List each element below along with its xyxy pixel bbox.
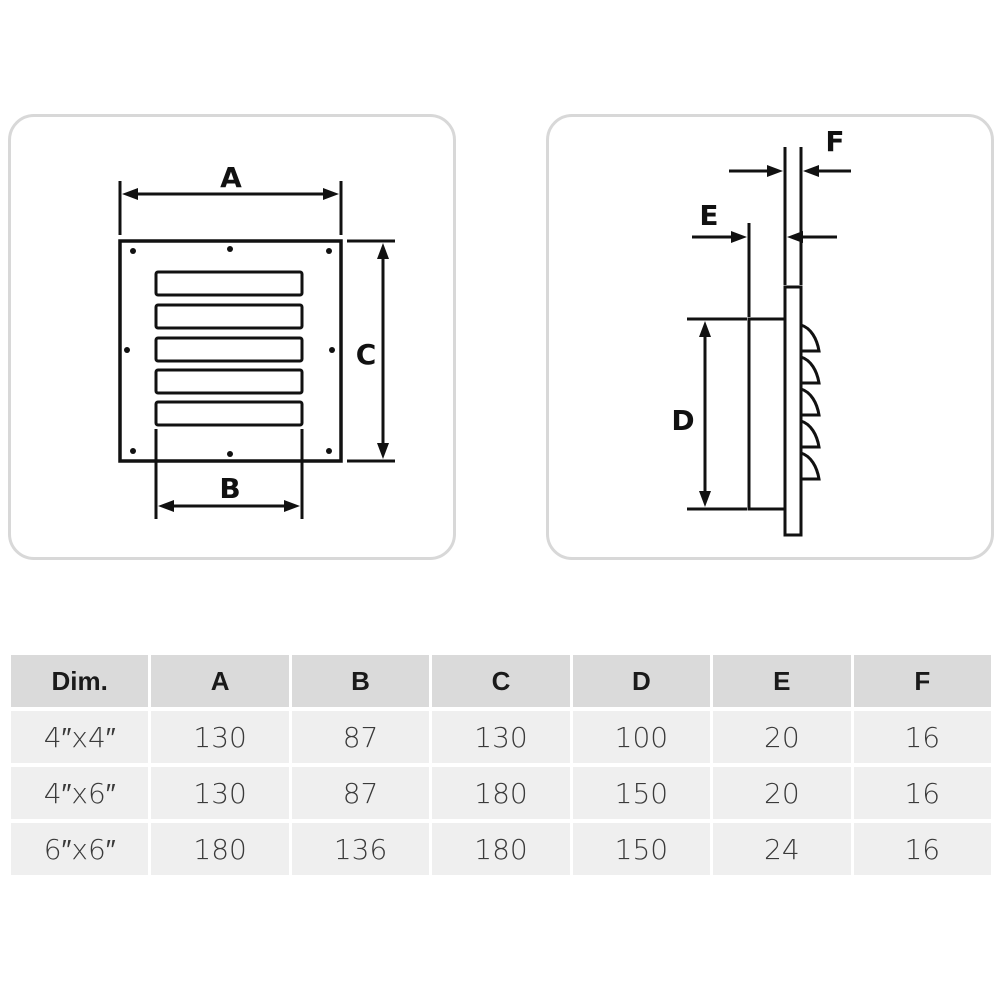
table-row: 6″x6″ 180 136 180 150 24 16 (11, 823, 991, 875)
screw-hole (326, 448, 332, 454)
louver-slat (154, 368, 304, 395)
dimension-e-label: E (699, 199, 718, 232)
louver-slat (154, 303, 304, 330)
louver-profile (800, 323, 821, 353)
front-view-drawing: A C B (118, 161, 395, 519)
arrowhead (284, 500, 300, 512)
table-cell: 20 (713, 767, 851, 819)
table-cell: 150 (572, 823, 711, 875)
side-view-drawing: F E D (671, 125, 851, 537)
header-c: C (432, 655, 570, 707)
table-cell: 4″x6″ (11, 767, 149, 819)
table-cell: 130 (432, 711, 570, 763)
louver-slat (154, 270, 304, 297)
screw-hole (227, 451, 233, 457)
arrowhead (158, 500, 174, 512)
arrowhead (377, 443, 389, 459)
dimensions-table: Dim. A B C D E F 4″x4″ 130 87 130 100 20… (8, 651, 994, 879)
louver-slat (154, 336, 304, 363)
table-cell: 180 (432, 767, 570, 819)
header-f: F (853, 655, 991, 707)
header-e: E (713, 655, 851, 707)
dimension-f-label: F (825, 125, 844, 158)
collar (747, 317, 787, 511)
header-a: A (151, 655, 289, 707)
table-header-row: Dim. A B C D E F (11, 655, 991, 707)
arrowhead (731, 231, 747, 243)
table-cell: 87 (291, 767, 430, 819)
arrowhead (699, 321, 711, 337)
table-cell: 16 (853, 823, 991, 875)
arrowhead (767, 165, 783, 177)
front-view-panel: A C B (8, 114, 456, 560)
screw-hole (130, 448, 136, 454)
side-view-panel: F E D (546, 114, 994, 560)
table-cell: 16 (853, 767, 991, 819)
table-cell: 100 (572, 711, 711, 763)
screw-hole (124, 347, 130, 353)
dimension-d-label: D (671, 404, 694, 437)
table-cell: 24 (713, 823, 851, 875)
arrowhead (122, 188, 138, 200)
dimension-b-label: B (219, 472, 240, 505)
table-cell: 136 (291, 823, 430, 875)
table-row: 4″x6″ 130 87 180 150 20 16 (11, 767, 991, 819)
arrowhead (699, 491, 711, 507)
table-cell: 130 (151, 711, 289, 763)
table-cell: 180 (151, 823, 289, 875)
table-cell: 6″x6″ (11, 823, 149, 875)
screw-hole (130, 248, 136, 254)
louver-profile (800, 355, 821, 385)
table-cell: 180 (432, 823, 570, 875)
dimension-a-label: A (220, 161, 242, 194)
louver-profile (800, 387, 821, 417)
louver-profile (800, 451, 821, 481)
front-plate (783, 285, 803, 537)
header-d: D (572, 655, 711, 707)
header-dim: Dim. (11, 655, 149, 707)
louver-slat (154, 400, 304, 427)
table-cell: 16 (853, 711, 991, 763)
screw-hole (326, 248, 332, 254)
screw-hole (329, 347, 335, 353)
arrowhead (377, 243, 389, 259)
table-row: 4″x4″ 130 87 130 100 20 16 (11, 711, 991, 763)
table-cell: 87 (291, 711, 430, 763)
table-cell: 20 (713, 711, 851, 763)
louver-profile (800, 419, 821, 449)
grille-plate (118, 239, 343, 463)
arrowhead (323, 188, 339, 200)
arrowhead (803, 165, 819, 177)
header-b: B (291, 655, 430, 707)
table-cell: 4″x4″ (11, 711, 149, 763)
screw-hole (227, 246, 233, 252)
table-cell: 150 (572, 767, 711, 819)
arrowhead (787, 231, 803, 243)
table-cell: 130 (151, 767, 289, 819)
dimension-c-label: C (356, 338, 377, 371)
